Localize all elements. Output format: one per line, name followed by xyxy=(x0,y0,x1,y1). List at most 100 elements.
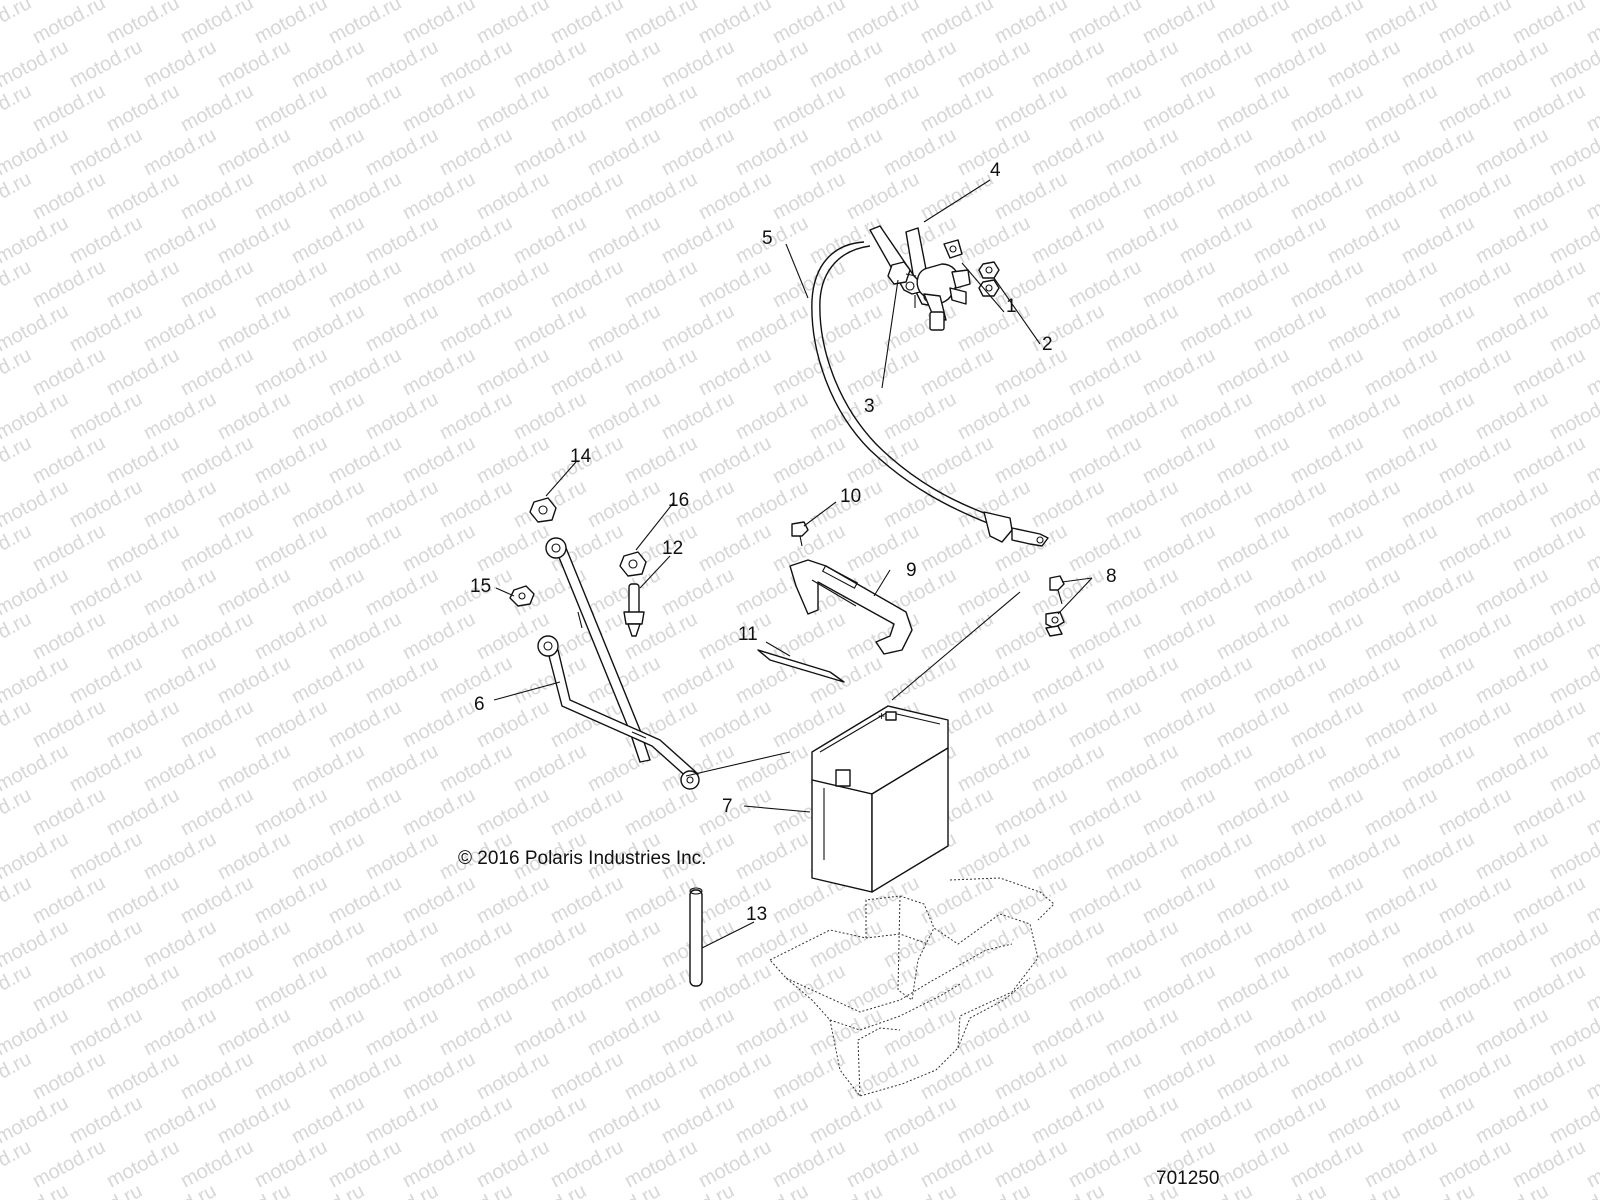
callout-12: 12 xyxy=(662,538,683,559)
watermark-text: motod.ru xyxy=(954,740,1034,796)
watermark-text: motod.ru xyxy=(658,1180,738,1200)
watermark-text: motod.ru xyxy=(29,80,109,136)
watermark-text: motod.ru xyxy=(1472,652,1552,708)
watermark-text: motod.ru xyxy=(1065,344,1145,400)
watermark-text: motod.ru xyxy=(1287,256,1367,312)
callout-4: 4 xyxy=(990,160,1001,181)
watermark-text: motod.ru xyxy=(510,1092,590,1148)
watermark-text: motod.ru xyxy=(288,212,368,268)
watermark-text: motod.ru xyxy=(177,0,257,48)
watermark-text: motod.ru xyxy=(103,784,183,840)
watermark-text: motod.ru xyxy=(140,1092,220,1148)
watermark-text: motod.ru xyxy=(510,1180,590,1200)
watermark-text: motod.ru xyxy=(695,608,775,664)
watermark-text: motod.ru xyxy=(1139,608,1219,664)
watermark-text: motod.ru xyxy=(1583,1048,1600,1104)
watermark-text: motod.ru xyxy=(1472,1092,1552,1148)
watermark-text: motod.ru xyxy=(584,1004,664,1060)
watermark-text: motod.ru xyxy=(584,740,664,796)
watermark-text: motod.ru xyxy=(436,300,516,356)
watermark-text: motod.ru xyxy=(769,608,849,664)
watermark-text: motod.ru xyxy=(1472,36,1552,92)
watermark-text: motod.ru xyxy=(1435,520,1515,576)
watermark-text: motod.ru xyxy=(473,0,553,48)
watermark-text: motod.ru xyxy=(658,564,738,620)
watermark-text: motod.ru xyxy=(1102,652,1182,708)
watermark-text: motod.ru xyxy=(1509,520,1589,576)
watermark-text: motod.ru xyxy=(0,828,72,884)
watermark-text: motod.ru xyxy=(29,784,109,840)
watermark-text: motod.ru xyxy=(1028,564,1108,620)
watermark-text: motod.ru xyxy=(1028,1180,1108,1200)
watermark-text: motod.ru xyxy=(843,1136,923,1192)
watermark-text: motod.ru xyxy=(1176,828,1256,884)
watermark-text: motod.ru xyxy=(1287,1136,1367,1192)
watermark-text: motod.ru xyxy=(1472,916,1552,972)
watermark-text: motod.ru xyxy=(0,476,72,532)
watermark-text: motod.ru xyxy=(1509,344,1589,400)
watermark-text: motod.ru xyxy=(1583,872,1600,928)
watermark-text: motod.ru xyxy=(621,0,701,48)
watermark-text: motod.ru xyxy=(66,124,146,180)
watermark-text: motod.ru xyxy=(214,124,294,180)
watermark-text: motod.ru xyxy=(0,564,72,620)
watermark-text: motod.ru xyxy=(1176,300,1256,356)
watermark-text: motod.ru xyxy=(621,256,701,312)
watermark-text: motod.ru xyxy=(436,388,516,444)
watermark-text: motod.ru xyxy=(510,124,590,180)
watermark-text: motod.ru xyxy=(1250,1092,1330,1148)
watermark-text: motod.ru xyxy=(1287,80,1367,136)
watermark-text: motod.ru xyxy=(991,432,1071,488)
watermark-text: motod.ru xyxy=(1583,432,1600,488)
watermark-text: motod.ru xyxy=(1324,652,1404,708)
watermark-text: motod.ru xyxy=(621,344,701,400)
watermark-text: motod.ru xyxy=(140,1180,220,1200)
callout-11: 11 xyxy=(738,624,758,645)
watermark-text: motod.ru xyxy=(1213,344,1293,400)
watermark-text: motod.ru xyxy=(880,300,960,356)
callout-7: 7 xyxy=(722,796,733,817)
watermark-text: motod.ru xyxy=(251,1136,331,1192)
callout-14: 14 xyxy=(570,446,592,467)
watermark-text: motod.ru xyxy=(991,80,1071,136)
watermark-text: motod.ru xyxy=(1398,124,1478,180)
watermark-text: motod.ru xyxy=(1435,696,1515,752)
watermark-text: motod.ru xyxy=(1361,432,1441,488)
watermark-text: motod.ru xyxy=(288,476,368,532)
watermark-text: motod.ru xyxy=(66,1004,146,1060)
watermark-text: motod.ru xyxy=(177,520,257,576)
watermark-text: motod.ru xyxy=(917,960,997,1016)
watermark-text: motod.ru xyxy=(1361,168,1441,224)
watermark-text: motod.ru xyxy=(1028,828,1108,884)
watermark-text: motod.ru xyxy=(1509,784,1589,840)
watermark-text: motod.ru xyxy=(399,1048,479,1104)
watermark-text: motod.ru xyxy=(140,124,220,180)
watermark-text: motod.ru xyxy=(177,344,257,400)
watermark-text: motod.ru xyxy=(510,388,590,444)
watermark-text: motod.ru xyxy=(0,740,72,796)
watermark-text: motod.ru xyxy=(214,212,294,268)
watermark-text: motod.ru xyxy=(991,1136,1071,1192)
watermark-text: motod.ru xyxy=(1213,872,1293,928)
watermark-text: motod.ru xyxy=(1028,1004,1108,1060)
watermark-text: motod.ru xyxy=(880,124,960,180)
watermark-text: motod.ru xyxy=(880,1004,960,1060)
part-3-bolt xyxy=(887,261,917,285)
watermark-text: motod.ru xyxy=(1176,652,1256,708)
part-15-nut xyxy=(509,585,535,607)
watermark-text: motod.ru xyxy=(843,168,923,224)
watermark-text: motod.ru xyxy=(1398,828,1478,884)
watermark-text: motod.ru xyxy=(103,696,183,752)
watermark-text: motod.ru xyxy=(695,0,775,48)
watermark-text: motod.ru xyxy=(1139,872,1219,928)
watermark-text: motod.ru xyxy=(66,740,146,796)
watermark-text: motod.ru xyxy=(0,388,72,444)
watermark-text: motod.ru xyxy=(103,1136,183,1192)
watermark-text: motod.ru xyxy=(1213,80,1293,136)
watermark-text: motod.ru xyxy=(1213,256,1293,312)
watermark-text: motod.ru xyxy=(177,256,257,312)
watermark-text: motod.ru xyxy=(177,960,257,1016)
watermark-text: motod.ru xyxy=(880,36,960,92)
watermark-text: motod.ru xyxy=(954,212,1034,268)
watermark-text: motod.ru xyxy=(0,1004,72,1060)
